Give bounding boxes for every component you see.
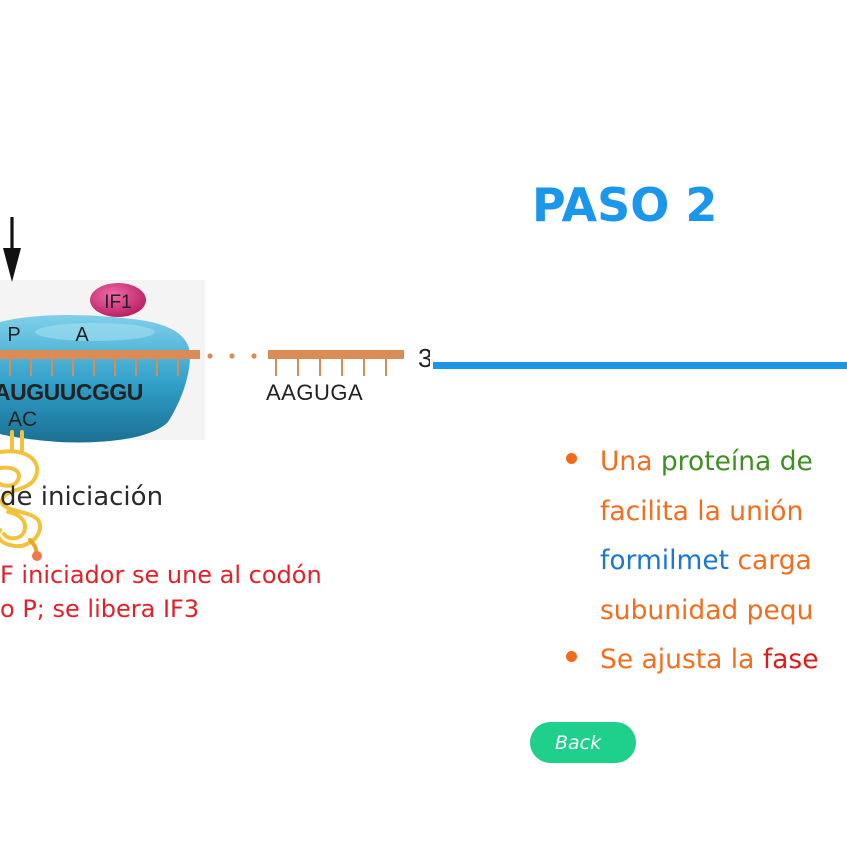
arrow-down-icon [3, 217, 21, 282]
back-button[interactable]: Back [530, 722, 636, 763]
initiator-trna [0, 430, 42, 558]
site-a-label: A [75, 324, 89, 346]
step-title: PASO 2 [532, 178, 718, 232]
figure-description-line: F iniciador se une al codón [0, 561, 322, 589]
back-button-label: Back [555, 731, 602, 754]
if1-protein: IF1 [90, 283, 146, 317]
mrna-strand-right [268, 350, 404, 359]
mrna-bases-left [9, 359, 179, 376]
bullet-line: Una proteína de [560, 437, 847, 487]
bullet-dot-icon [566, 453, 577, 464]
bullet-text-run: subunidad pequ [600, 594, 814, 626]
mrna-strand-left [0, 350, 200, 359]
bullet-text-run: Una [600, 446, 661, 477]
figure-description: F iniciador se une al codón o P; se libe… [0, 558, 420, 626]
site-p-label: P [7, 324, 20, 346]
three-prime-label: 3′ [418, 343, 430, 373]
bullet-text-run: carga [729, 545, 812, 576]
amino-acid-icon [32, 551, 42, 561]
figure-caption: de iniciación [0, 482, 164, 512]
bullet-text-run: Se ajusta la [600, 644, 763, 675]
bullet-text-run: proteína de [660, 446, 813, 477]
translation-initiation-diagram: IF1 P A 3′ AUGUUCGGU AAGUGA AC [0, 217, 430, 561]
bullet-text-run: fase [762, 644, 819, 675]
bullet-line: subunidad pequ [560, 586, 847, 636]
ribosome-small-subunit [0, 315, 190, 443]
bullet-line: formilmet carga [560, 536, 847, 586]
if1-label: IF1 [104, 292, 131, 313]
figure-description-line: o P; se libera IF3 [0, 595, 200, 623]
title-divider [433, 362, 847, 369]
bullet-text-run: formilmet [600, 545, 730, 576]
mrna-sequence-right: AAGUGA [266, 380, 363, 405]
bullet-line: Se ajusta la fase [560, 635, 847, 685]
mrna-dots [207, 353, 257, 359]
mrna-sequence-left: AUGUUCGGU [0, 379, 143, 405]
anticodon-label: AC [8, 408, 37, 431]
bullet-line: facilita la unión [560, 487, 847, 537]
bullet-list: Una proteína de facilita la unión formilme… [560, 437, 847, 685]
mrna-bases-right [275, 359, 387, 376]
bullet-text-run: facilita la unión [600, 495, 804, 527]
bullet-dot-icon [566, 651, 577, 662]
